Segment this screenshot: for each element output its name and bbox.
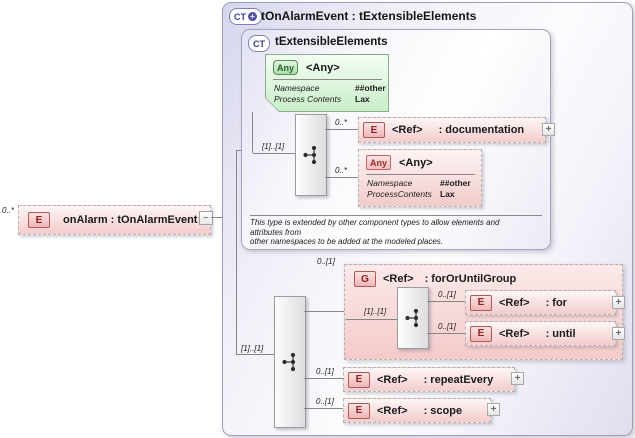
expand-button-repeat-every[interactable]: + (511, 372, 524, 385)
element-label: onAlarm : tOnAlarmEvent (63, 214, 198, 226)
cardinality-label: 0..* (335, 118, 348, 127)
connector-line (236, 150, 237, 355)
property-value: ##other (355, 83, 386, 93)
type-annotation: This type is extended by other component… (250, 218, 500, 246)
connector-line (427, 301, 465, 302)
any-badge: Any (366, 155, 391, 170)
group-fororuntilgroup[interactable]: G <Ref> : forOrUntilGroup [1]..[1] 0..[1… (344, 264, 625, 360)
any-title: <Any> (306, 61, 340, 74)
cardinality-label: 0..[1] (438, 322, 456, 331)
element-repeat-every[interactable]: E <Ref> : repeatEvery (343, 367, 515, 392)
cardinality-label: 0..[1] (317, 257, 335, 266)
cardinality-label: [1]..[1] (364, 307, 387, 316)
complex-type-badge: CT + (229, 8, 262, 25)
connector-line (237, 354, 274, 355)
cardinality-label: 0..[1] (316, 367, 334, 376)
element-label: : repeatEvery (423, 373, 494, 386)
expand-button-documentation[interactable]: + (542, 123, 555, 136)
complex-type-title: tOnAlarmEvent : tExtensibleElements (261, 9, 477, 23)
ct-badge-label: CT (234, 11, 246, 22)
base-type-badge: CT (248, 35, 270, 52)
cardinality-label: 0..* (335, 166, 348, 175)
sequence-compositor[interactable] (295, 114, 327, 196)
ref-label: <Ref> (377, 404, 408, 417)
expand-button-scope[interactable]: + (487, 403, 500, 416)
group-label: : forOrUntilGroup (424, 273, 517, 285)
element-badge: E (363, 122, 385, 138)
connector-line (304, 408, 343, 409)
any-attribute-box[interactable]: Any <Any> Namespace ##other Process Cont… (265, 54, 389, 112)
sequence-compositor[interactable] (397, 287, 429, 349)
connector-line (325, 129, 358, 130)
ref-label: <Ref> (377, 373, 408, 386)
cardinality-label: 0..[1] (438, 290, 456, 299)
ref-label: <Ref> (499, 296, 530, 309)
element-onalarm[interactable]: E onAlarm : tOnAlarmEvent (18, 205, 211, 235)
base-type-title: tExtensibleElements (275, 36, 388, 48)
collapse-button[interactable]: − (199, 211, 213, 225)
connector-line (253, 153, 295, 154)
cardinality-label: [1]..[1] (262, 142, 285, 151)
element-label: : for (545, 296, 567, 309)
connector-line (252, 112, 253, 153)
sequence-icon (282, 352, 296, 372)
ct-badge-label: CT (253, 38, 265, 49)
property-name: ProcessContents (367, 189, 432, 199)
connector-line (304, 311, 344, 312)
connector-line (325, 177, 358, 178)
property-value: Lax (355, 94, 370, 104)
any-badge: Any (273, 60, 298, 75)
element-badge: E (470, 325, 492, 342)
connector-line (237, 150, 241, 151)
sequence-icon (405, 308, 419, 328)
group-badge: G (354, 271, 376, 287)
cardinality-label: 0..* (2, 206, 15, 215)
connector-line (346, 319, 397, 320)
element-badge: E (470, 294, 492, 311)
property-value: Lax (440, 189, 455, 199)
element-scope[interactable]: E <Ref> : scope (343, 398, 491, 423)
property-value: ##other (440, 178, 471, 188)
ref-label: <Ref> (383, 273, 414, 285)
base-type-panel[interactable]: CT tExtensibleElements Any <Any> Namespa… (241, 29, 555, 250)
element-badge: E (28, 212, 50, 228)
element-documentation[interactable]: E <Ref> : documentation (358, 117, 546, 143)
connector-line (304, 378, 343, 379)
divider (366, 174, 475, 175)
any-element-box[interactable]: Any <Any> Namespace ##other ProcessConte… (358, 149, 482, 207)
ref-label: <Ref> (499, 327, 530, 340)
divider (250, 215, 542, 216)
expand-button-until[interactable]: + (612, 327, 625, 340)
expand-button-for[interactable]: + (612, 296, 625, 309)
ref-label: <Ref> (392, 124, 423, 136)
property-name: Namespace (274, 83, 320, 93)
sequence-icon (303, 145, 317, 165)
extension-plus-icon: + (248, 12, 257, 21)
property-name: Namespace (367, 178, 413, 188)
any-title: <Any> (399, 156, 433, 169)
sequence-compositor[interactable] (274, 296, 306, 428)
element-for[interactable]: E <Ref> : for (465, 290, 616, 315)
divider (273, 79, 382, 80)
element-label: : scope (423, 404, 463, 417)
connector-line (427, 333, 465, 334)
element-badge: E (348, 402, 370, 419)
element-label: : documentation (438, 124, 525, 136)
element-badge: E (348, 371, 370, 388)
cardinality-label: [1]..[1] (241, 344, 264, 353)
complex-type-panel[interactable]: CT + tOnAlarmEvent : tExtensibleElements… (222, 2, 633, 436)
cardinality-label: 0..[1] (316, 397, 334, 406)
property-name: Process Contents (274, 94, 342, 104)
element-until[interactable]: E <Ref> : until (465, 321, 616, 346)
element-label: : until (545, 327, 576, 340)
